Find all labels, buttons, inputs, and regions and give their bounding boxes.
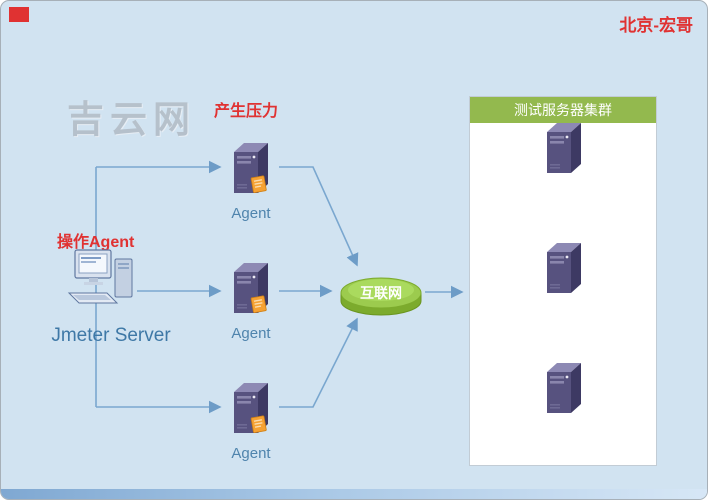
server-icon xyxy=(234,263,268,314)
agent-label-3: Agent xyxy=(231,445,271,462)
line-agent1-to-internet xyxy=(279,166,359,267)
server-icon xyxy=(547,243,581,293)
pressure-annotation: 产生压力 xyxy=(214,103,279,120)
internet-node: 互联网 xyxy=(337,263,425,326)
red-corner-mark xyxy=(9,7,29,22)
server-icon xyxy=(547,123,581,173)
agent-label-2: Agent xyxy=(231,325,271,342)
agent-node-3: Agent xyxy=(227,379,275,462)
cluster-server-2 xyxy=(540,239,588,302)
server-icon xyxy=(234,143,268,194)
jmeter-computer-icon xyxy=(63,249,139,318)
cluster-title: 测试服务器集群 xyxy=(470,97,656,123)
cluster-panel: 测试服务器集群 xyxy=(469,96,657,466)
server-icon xyxy=(234,383,268,434)
top-right-title: 北京-宏哥 xyxy=(619,16,693,35)
operate-agent-annotation: 操作Agent xyxy=(57,234,135,251)
agent-label-1: Agent xyxy=(231,205,271,222)
internet-label: 互联网 xyxy=(360,285,402,301)
bottom-bar xyxy=(1,489,707,499)
line-agent3-to-internet xyxy=(279,317,358,408)
cluster-server-1 xyxy=(540,119,588,182)
jmeter-server-label: Jmeter Server xyxy=(51,325,171,346)
internet-cylinder-icon: 互联网 xyxy=(340,277,422,316)
agent-node-2: Agent xyxy=(227,259,275,342)
agent-node-1: Agent xyxy=(227,139,275,222)
cluster-server-3 xyxy=(540,359,588,422)
server-icon xyxy=(547,363,581,413)
watermark-text: 吉云网 xyxy=(67,99,196,140)
